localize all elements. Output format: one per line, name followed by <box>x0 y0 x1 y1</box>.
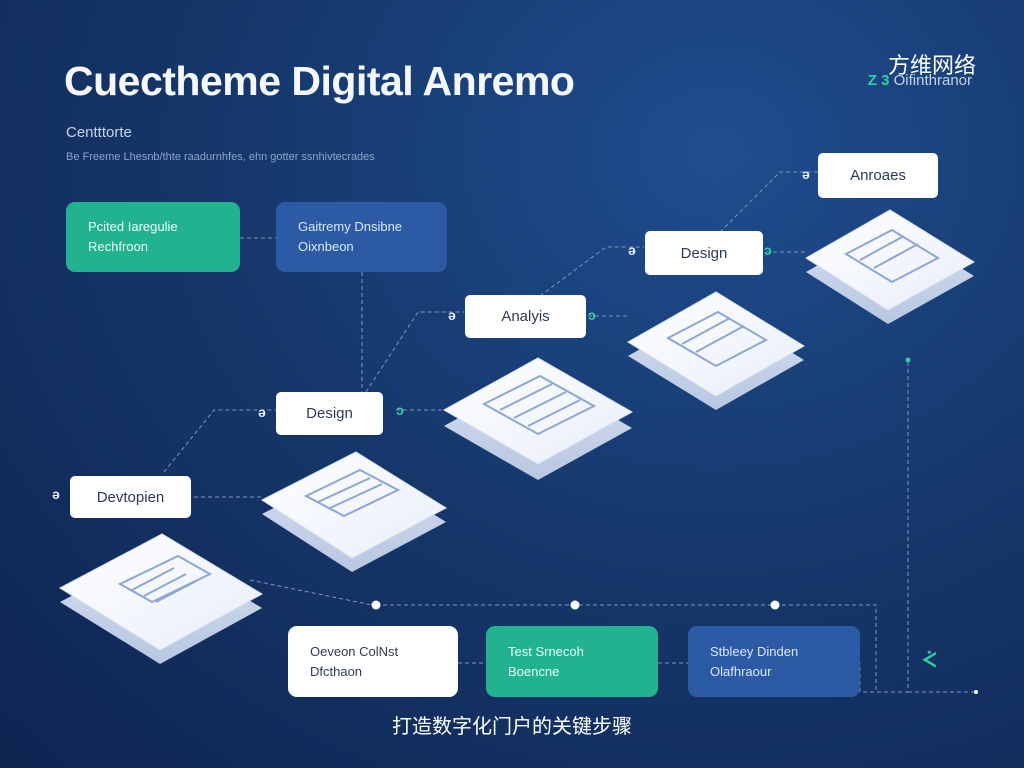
accent-dot <box>905 357 911 363</box>
step-2-icon: ə <box>258 404 266 420</box>
top-card-2-line2: Oixnbeon <box>298 239 354 254</box>
top-card-1-line2: Rechfroon <box>88 239 148 254</box>
bottom-card-1: Oeveon ColNst Dfcthaon <box>288 626 458 697</box>
step-2-hook-icon: ɔ <box>396 402 404 418</box>
tile-1 <box>58 533 264 664</box>
step-5-icon: ə <box>802 166 810 182</box>
bottom-card-2-line2: Boencne <box>508 663 560 679</box>
step-4-hook-icon: ɔ <box>764 242 772 258</box>
top-card-1: Pcited Iaregulie Rechfroon <box>66 202 240 272</box>
step-3-label: Analyis <box>465 295 586 338</box>
tile-2 <box>260 451 448 572</box>
step-2-label: Design <box>276 392 383 435</box>
top-card-2: Gaitremy Dnsibne Oixnbeon <box>276 202 447 272</box>
subtitle: Centttorte <box>66 124 132 141</box>
tile-4 <box>627 291 805 410</box>
bottom-card-1-line1: Oeveon ColNst <box>310 643 399 659</box>
step-1-label: Devtopien <box>70 476 191 518</box>
bottom-card-3-line1: Stbleey Dinden <box>710 643 799 659</box>
tile-3 <box>442 357 634 480</box>
page-title: Cuectheme Digital Anremo <box>64 58 575 104</box>
top-card-2-line1: Gaitremy Dnsibne <box>298 219 403 234</box>
meta-accent: Z 3 <box>867 72 890 89</box>
step-5-label: Anroaes <box>818 153 938 198</box>
connector-dots <box>371 600 978 694</box>
top-card-1-line1: Pcited Iaregulie <box>88 219 178 234</box>
bottom-card-3: Stbleey Dinden Olafhraour <box>688 626 860 697</box>
bottom-card-2-line1: Test Srnecoh <box>508 643 584 659</box>
brand-watermark: 方维网络 <box>887 53 976 78</box>
step-4-icon: ə <box>628 242 636 258</box>
step-3-icon: ə <box>448 307 456 323</box>
tile-5 <box>805 209 975 324</box>
corner-logo-icon: ᢵ <box>922 650 937 672</box>
meta-text: Oifinthranor <box>893 72 972 89</box>
bottom-card-2: Test Srnecoh Boencne <box>486 626 658 697</box>
bottom-card-3-line2: Olafhraour <box>710 663 772 679</box>
step-1-icon: ə <box>52 486 60 502</box>
bottom-card-1-line2: Dfcthaon <box>310 663 363 679</box>
step-3-hook-icon: ɔ <box>588 307 596 323</box>
header-meta: Z 3 Oifinthranor <box>868 72 972 89</box>
caption-subtitle: 打造数字化门户的关键步骤 <box>392 716 632 738</box>
connector-lines <box>163 171 976 693</box>
description: Be Freeme Lhesnb/thte raadurnhfes, ehn g… <box>66 151 375 163</box>
step-4-label: Design <box>645 231 763 275</box>
